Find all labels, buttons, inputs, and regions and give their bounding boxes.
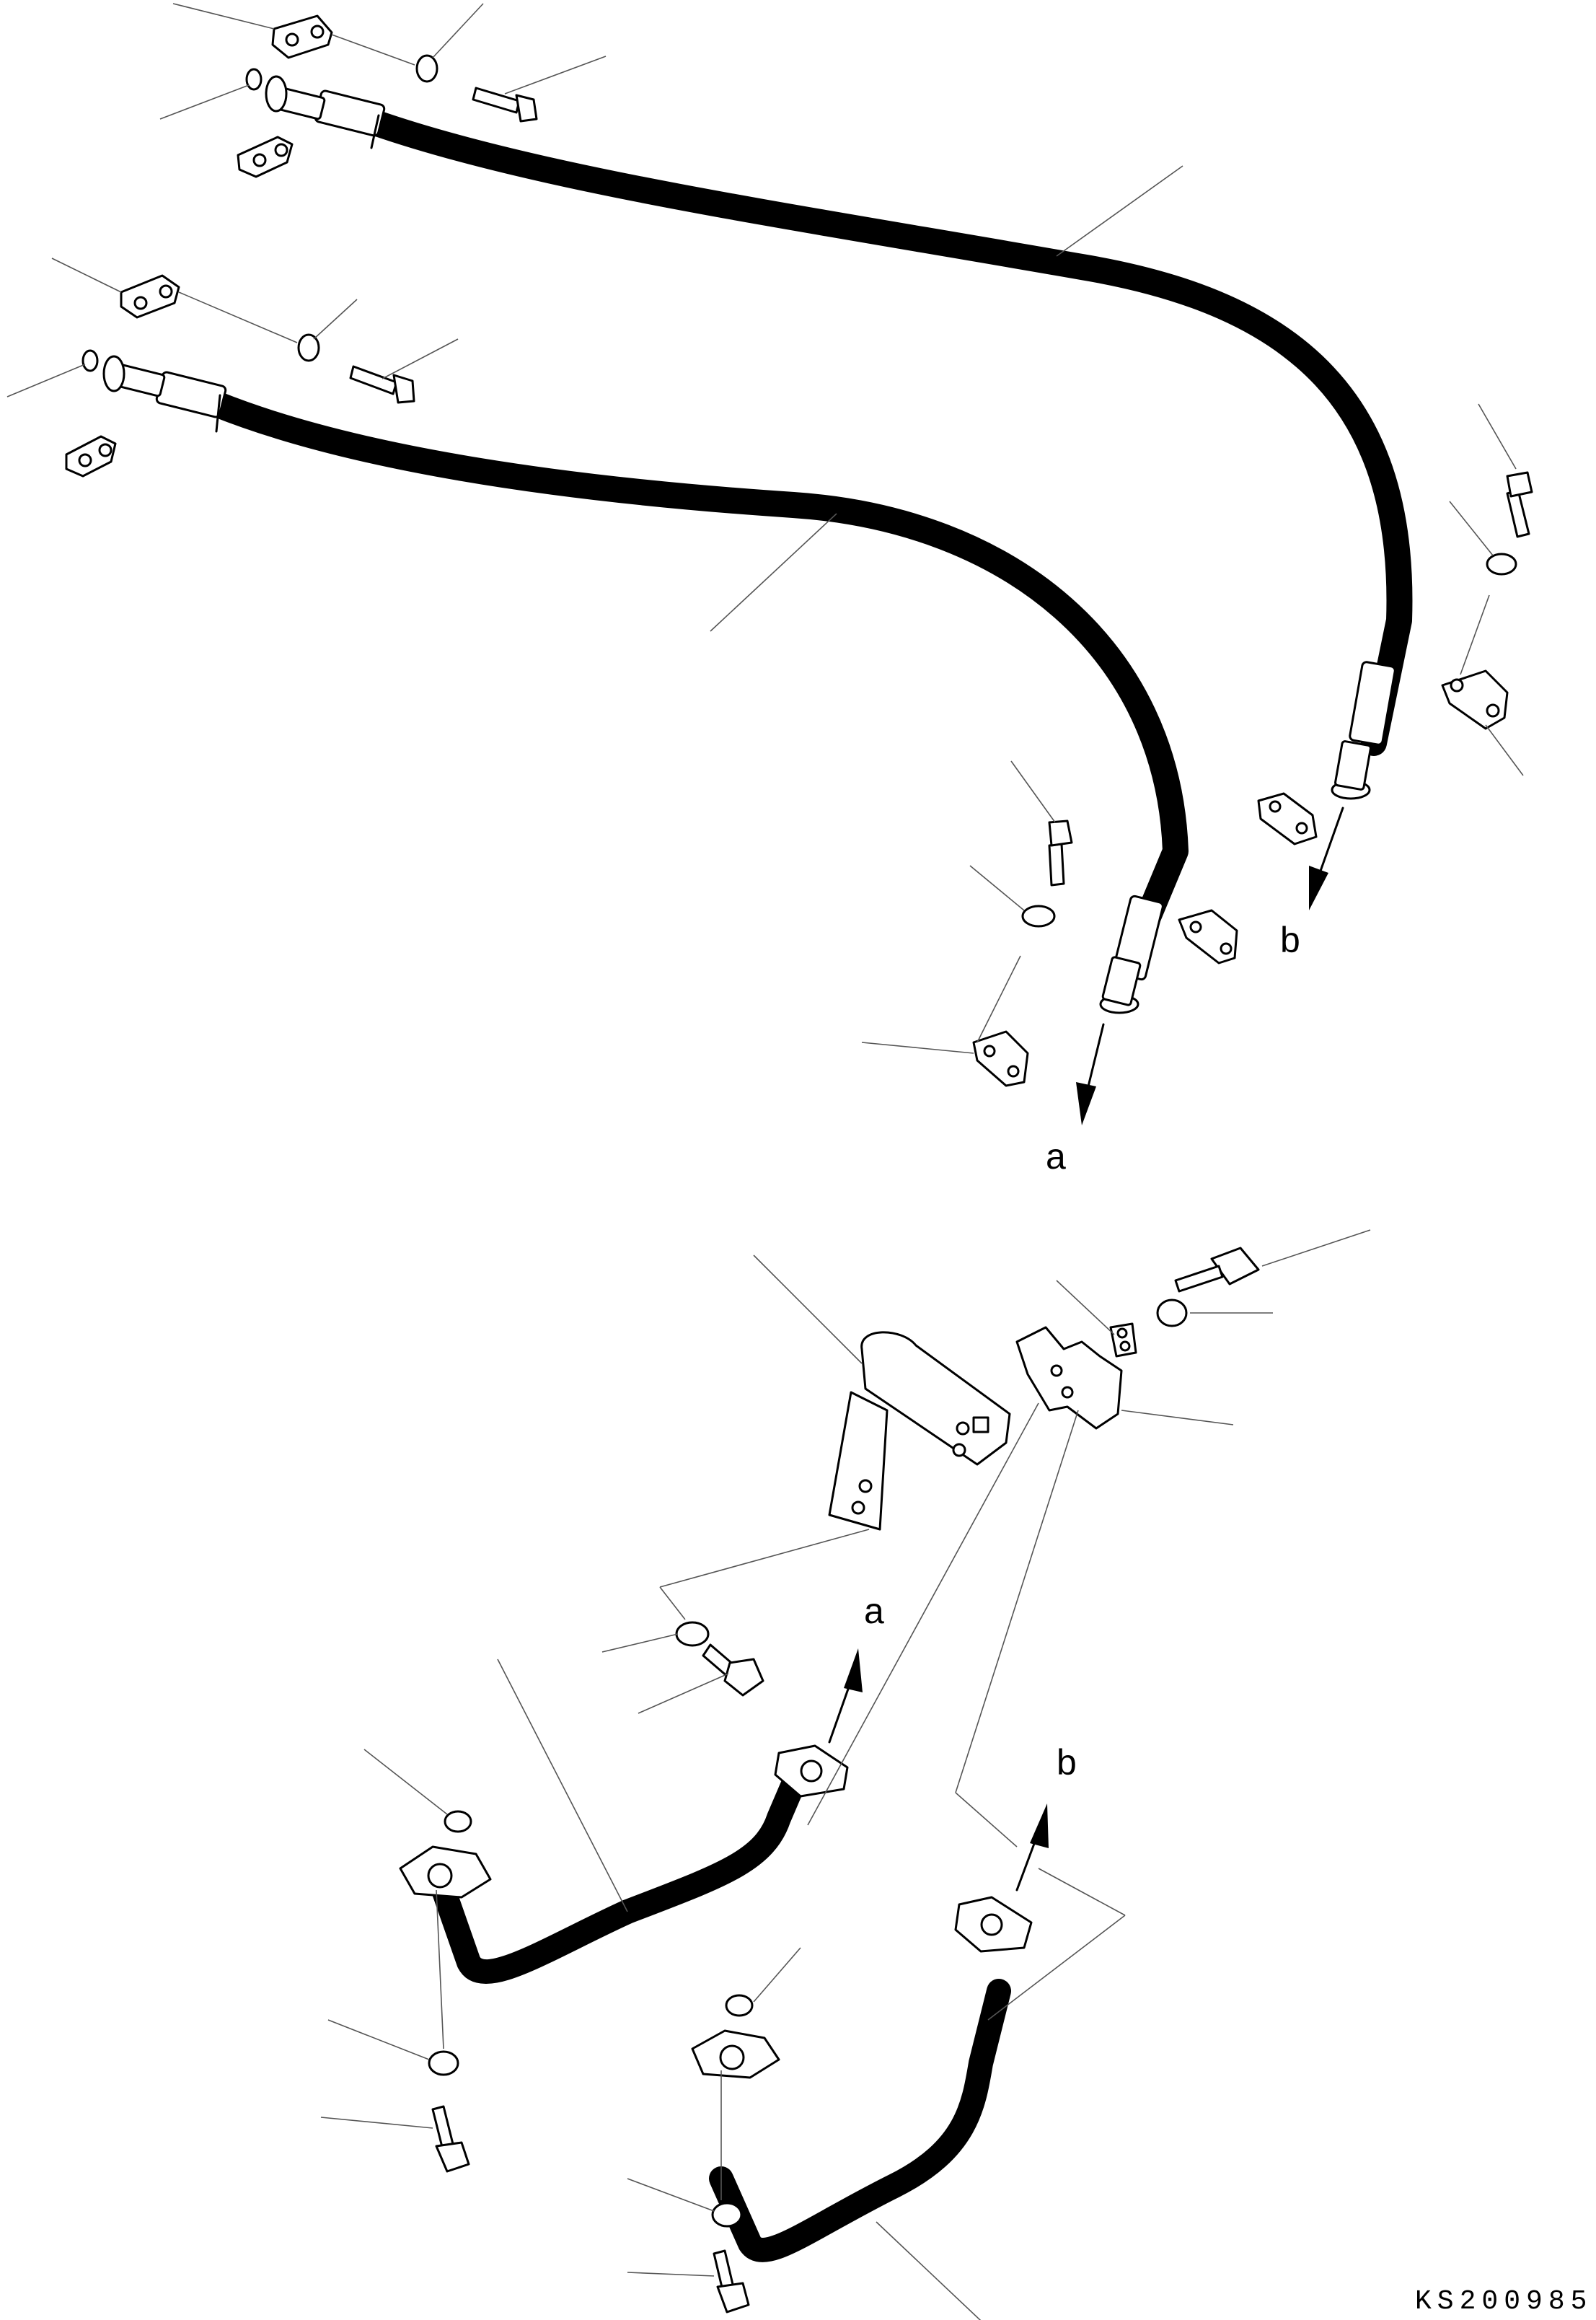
bolt-8 (713, 2249, 750, 2314)
arrow-b-lower (1015, 1803, 1049, 1891)
split-flange-half-5 (1441, 669, 1509, 730)
split-flange-half-8 (972, 1030, 1029, 1087)
o-ring-2 (81, 349, 99, 372)
split-flange-half-2 (237, 136, 294, 178)
arrow-a-lower (828, 1648, 863, 1744)
washer-2 (297, 333, 320, 362)
upper-leaders (6, 3, 1524, 1054)
split-flange-half-7 (1178, 909, 1238, 965)
bolt-3 (1506, 471, 1533, 538)
bolt-4 (1048, 820, 1073, 887)
label-b-lower: b (1057, 1742, 1077, 1783)
split-flange-half-1 (271, 14, 333, 59)
o-ring-1 (245, 68, 263, 91)
label-a-lower: a (864, 1591, 884, 1631)
arrow-a-upper (1076, 1023, 1105, 1125)
mounting-bracket (828, 1331, 1011, 1531)
upper-hose-long (265, 75, 1413, 800)
split-flange-half-4 (65, 435, 117, 478)
o-ring-4 (725, 1994, 754, 2017)
label-a-upper: a (1046, 1136, 1066, 1177)
washer-1 (415, 54, 438, 83)
washer-7 (428, 2050, 459, 2076)
arrow-b-upper (1309, 807, 1344, 910)
tube-a (399, 1744, 849, 1985)
o-ring-3 (444, 1810, 472, 1833)
upper-hose-short (102, 355, 1189, 1014)
washer-4 (1021, 905, 1056, 928)
bolt-1 (472, 87, 538, 123)
bolt-5 (1174, 1247, 1260, 1293)
bolt-2 (349, 365, 415, 404)
pipe-clamp (1015, 1322, 1137, 1430)
washer-8 (711, 2202, 743, 2228)
tube-b (691, 1896, 1033, 2262)
split-flange-half-3 (120, 274, 180, 319)
drawing-code: KS200985 (1415, 2286, 1592, 2317)
washer-5 (1156, 1299, 1188, 1327)
washer-6 (675, 1621, 710, 1647)
bolt-6 (702, 1643, 764, 1697)
split-flange-half-6 (1257, 792, 1318, 845)
label-b-upper: b (1280, 920, 1300, 960)
lower-leaders (320, 1229, 1371, 2320)
washer-3 (1486, 553, 1517, 576)
bolt-7 (431, 2105, 470, 2173)
